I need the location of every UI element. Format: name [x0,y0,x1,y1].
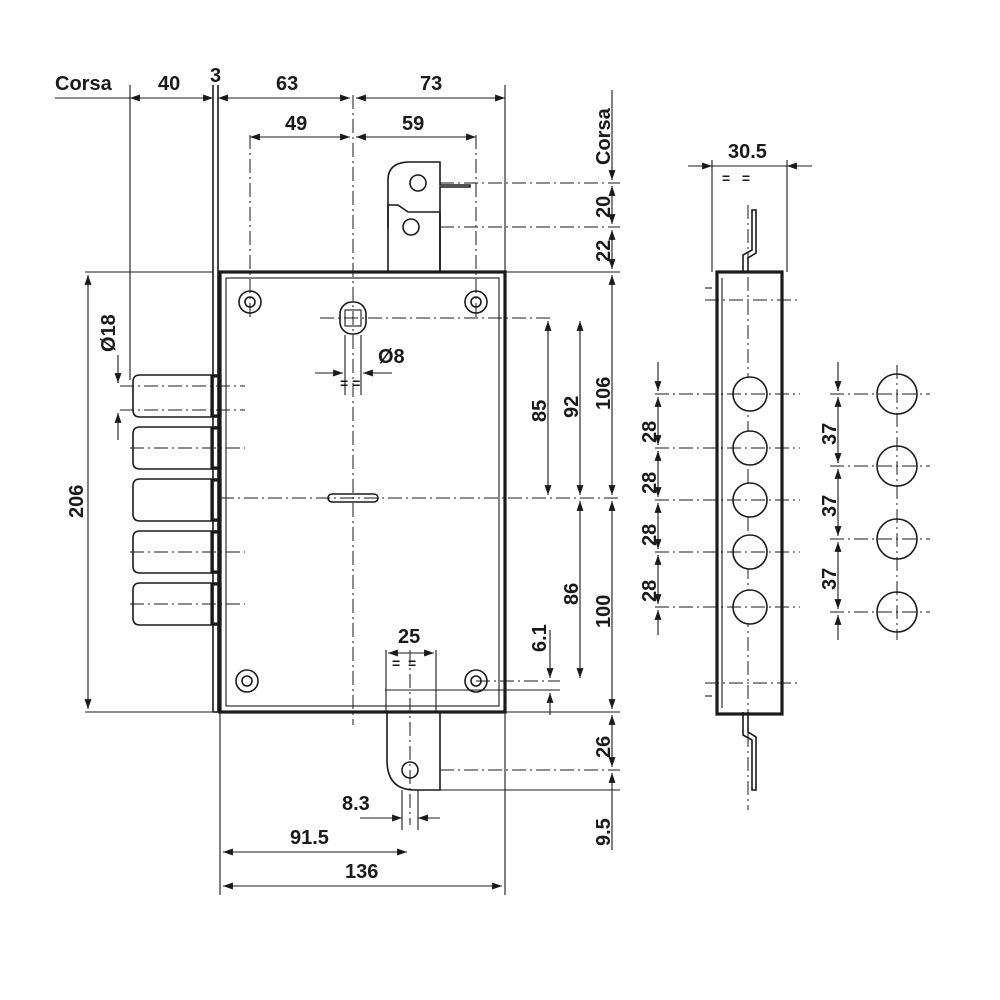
dim-28-2: 28 [639,472,661,494]
eq-mark-30-5: = = [722,170,750,186]
right-dimensions: Corsa 20 22 106 92 85 86 100 26 9.5 6.1 [529,90,616,850]
dim-136: 136 [345,861,378,883]
eq-mark-d8: = = [340,375,360,391]
centre-lines [120,95,620,825]
dim-40: 40 [158,73,180,95]
dim-28-1: 28 [639,421,661,443]
bottom-tongue [386,712,441,791]
dim-30-5: 30.5 [728,141,767,163]
dim-106: 106 [593,377,615,410]
dim-3: 3 [210,65,221,87]
dim-9-5: 9.5 [593,818,615,846]
dim-100: 100 [593,595,615,628]
dim-73: 73 [420,73,442,95]
dim-206: 206 [66,485,88,518]
left-dimensions: 206 Ø18 Ø8 = = [66,271,405,713]
dim-28-3: 28 [639,524,661,546]
eq-mark-25: = = [392,655,416,671]
dim-22: 22 [593,240,615,262]
dim-8-3: 8.3 [342,793,370,815]
corsa-label-top: Corsa [55,73,113,95]
dim-diameter-18: Ø18 [98,314,120,352]
corsa-label-right: Corsa [593,107,615,165]
dim-91-5: 91.5 [290,827,329,849]
dim-37-3: 37 [819,568,841,590]
lock-body [212,85,507,714]
bottom-dimensions: 25 = = 8.3 91.5 136 [219,626,506,895]
top-tongue [387,161,471,272]
dim-20: 20 [593,196,615,218]
side-view: 30.5 = = 28 28 28 28 [639,141,812,810]
dim-26: 26 [593,736,615,758]
mounting-screws [235,290,488,693]
dim-37-2: 37 [819,495,841,517]
hole-pattern: 37 37 37 [819,362,930,640]
dim-59: 59 [402,113,424,135]
bolts [132,374,222,626]
dim-37-1: 37 [819,423,841,445]
dim-92: 92 [561,396,583,418]
top-dimensions: Corsa 40 3 63 73 49 59 [55,65,506,380]
dim-25: 25 [398,626,420,648]
dim-28-4: 28 [639,580,661,602]
dim-85: 85 [529,400,551,422]
dim-49: 49 [285,113,307,135]
dim-86: 86 [561,583,583,605]
dim-63: 63 [276,73,298,95]
dim-diameter-8: Ø8 [378,346,405,368]
dim-6-1: 6.1 [529,624,551,652]
